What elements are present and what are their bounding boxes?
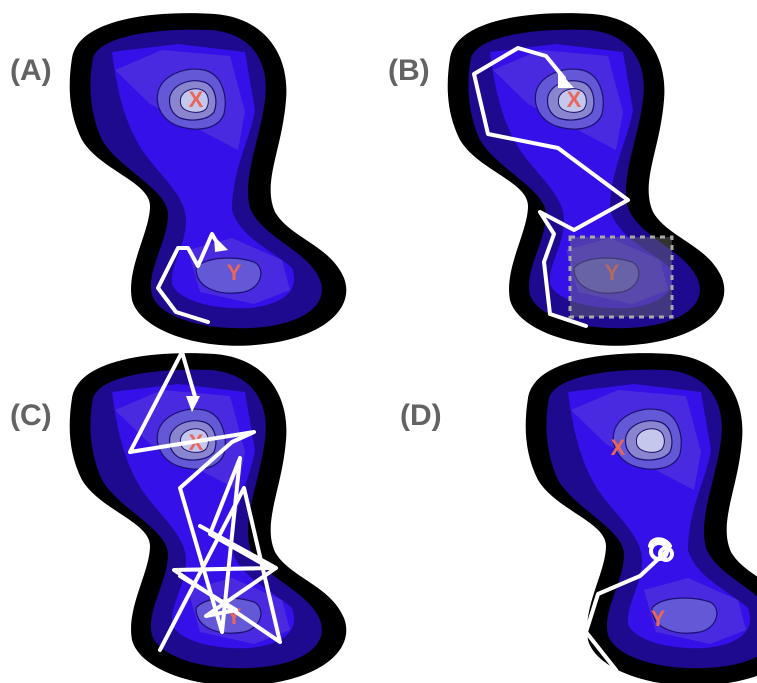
- panel-label: (C): [10, 399, 52, 432]
- minimum-y-label: Y: [227, 260, 242, 285]
- panel-b: (B) X Y: [388, 13, 724, 346]
- panel-a: (A) X Y: [10, 13, 346, 346]
- minimum-x-label: X: [567, 87, 582, 112]
- panel-c: (C) X Y: [10, 352, 346, 683]
- panel-d: (D) X Y: [400, 353, 757, 683]
- highlight-box: [570, 237, 672, 317]
- minimum-x-label: X: [611, 435, 626, 460]
- panel-label: (D): [400, 399, 442, 432]
- panel-label: (A): [10, 54, 52, 87]
- panel-label: (B): [388, 54, 430, 87]
- minimum-y-label: Y: [651, 606, 666, 631]
- minimum-x-label: X: [189, 87, 204, 112]
